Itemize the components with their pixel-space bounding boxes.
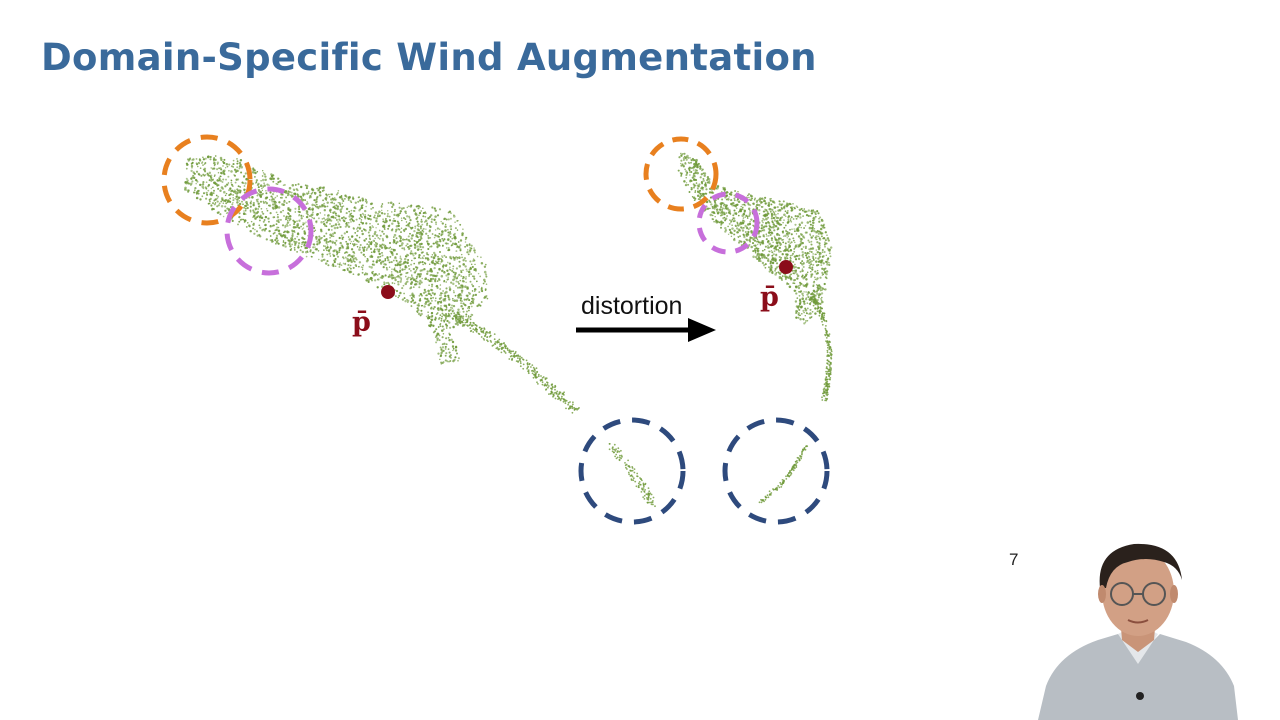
- blue-circle-right: [722, 417, 830, 525]
- centroid-label-right: p̄: [760, 282, 779, 313]
- distorted-tree-pointcloud: [677, 152, 833, 402]
- purple-circle-right: [696, 191, 760, 255]
- distortion-arrow: [576, 318, 716, 342]
- distortion-label: distortion: [581, 292, 682, 320]
- original-tree-pointcloud: [184, 155, 580, 414]
- slide-title: Domain-Specific Wind Augmentation: [41, 36, 817, 79]
- orange-circle-left: [161, 134, 253, 226]
- branch-tip-zoom-right: [758, 445, 809, 504]
- centroid-dot-right: [779, 260, 793, 274]
- branch-tip-zoom-left: [608, 443, 656, 508]
- purple-circle-left: [224, 186, 314, 276]
- centroid-dot-left: [381, 285, 395, 299]
- centroid-label-left: p̄: [352, 307, 371, 338]
- orange-circle-right: [643, 136, 719, 212]
- presenter-webcam-icon: [1038, 543, 1238, 720]
- blue-circle-left: [578, 417, 686, 525]
- page-number: 7: [1009, 550, 1019, 569]
